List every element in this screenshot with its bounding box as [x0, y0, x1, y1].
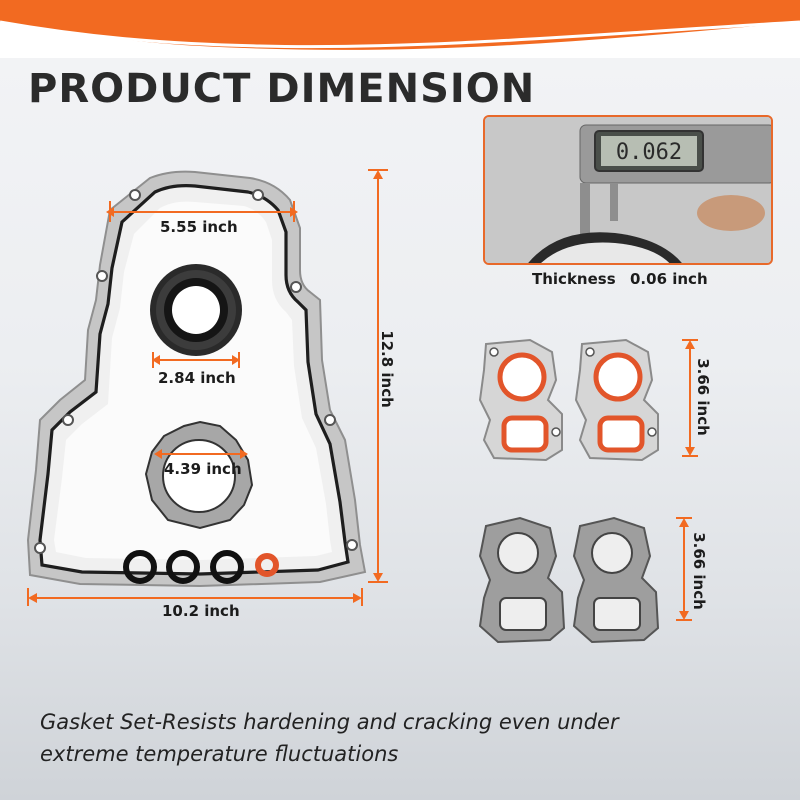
o-ring-set — [123, 550, 279, 584]
caliper-reading: 0.062 — [616, 140, 682, 165]
gasket-a-height-label: 3.66 inch — [693, 358, 712, 436]
crankshaft-seal — [150, 264, 242, 356]
water-pump-gasket-metal-right — [574, 338, 659, 462]
bottom-width-label: 10.2 inch — [162, 602, 240, 620]
page-title: PRODUCT DIMENSION — [28, 66, 536, 112]
top-width-label: 5.55 inch — [160, 218, 238, 236]
water-pump-gasket-metal-left — [478, 338, 563, 462]
thickness-label: Thickness — [532, 270, 616, 288]
caption-line-2: extreme temperature fluctuations — [40, 742, 399, 766]
plate-diameter-label: 4.39 inch — [164, 460, 242, 478]
round-plate-gasket — [144, 420, 254, 530]
height-label: 12.8 inch — [377, 330, 396, 408]
water-pump-gasket-fiber-left — [478, 516, 566, 644]
thickness-value: 0.06 inch — [630, 270, 708, 288]
product-caption: Gasket Set-Resists hardening and crackin… — [40, 706, 780, 770]
timing-cover-gasket — [26, 170, 367, 588]
gasket-b-height-label: 3.66 inch — [689, 532, 708, 610]
water-pump-gasket-fiber-right — [572, 516, 660, 644]
caption-line-1: Gasket Set-Resists hardening and crackin… — [40, 710, 619, 734]
dimension-lines — [27, 169, 698, 621]
thickness-photo: 0.062 — [483, 115, 773, 265]
seal-diameter-label: 2.84 inch — [158, 369, 236, 387]
top-banner — [0, 0, 800, 58]
caliper-illustration: 0.062 — [485, 117, 771, 263]
